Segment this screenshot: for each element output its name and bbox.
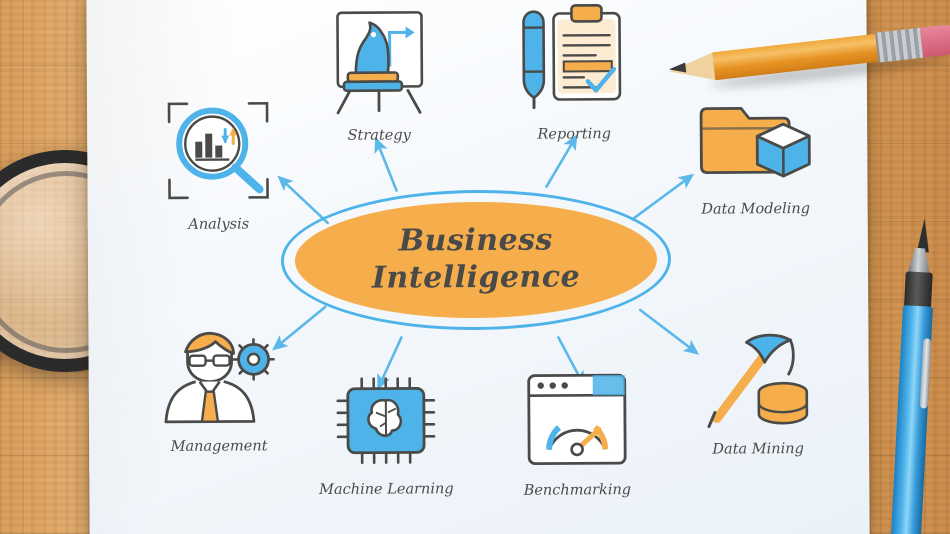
- folder-and-cube-icon: [699, 106, 811, 178]
- node-label-benchmarking: Benchmarking: [523, 482, 632, 499]
- pen-grip: [903, 271, 933, 309]
- pencil-lead: [668, 62, 687, 75]
- node-reporting[interactable]: Reporting: [508, 0, 639, 143]
- chess-knight-on-easel-icon: [336, 11, 424, 115]
- clipboard-and-pen-icon: [522, 3, 622, 110]
- node-label-analysis: Analysis: [188, 216, 250, 233]
- center-label: Business Intelligence: [281, 189, 672, 331]
- center-label-line1: Business: [398, 222, 554, 259]
- browser-gauge-icon: [527, 373, 627, 466]
- node-data-mining[interactable]: Data Mining: [692, 322, 823, 458]
- businessman-and-gear-icon: [164, 331, 275, 424]
- pickaxe-and-database-icon: [707, 333, 809, 429]
- node-strategy[interactable]: Strategy: [318, 2, 439, 144]
- node-management[interactable]: Management: [148, 325, 289, 455]
- node-label-data-mining: Data Mining: [712, 441, 804, 458]
- center-label-line2: Intelligence: [371, 259, 581, 296]
- cpu-brain-chip-icon: [336, 377, 436, 465]
- node-analysis[interactable]: Analysis: [153, 91, 284, 233]
- node-benchmarking[interactable]: Benchmarking: [507, 365, 648, 499]
- center-node-business-intelligence: Business Intelligence: [280, 188, 672, 332]
- node-label-reporting: Reporting: [537, 126, 612, 143]
- node-label-strategy: Strategy: [347, 127, 411, 144]
- pencil-ferrule: [875, 27, 927, 63]
- magnifier-bar-chart-icon: [167, 101, 269, 200]
- node-label-data-modeling: Data Modeling: [701, 200, 811, 218]
- pencil-eraser: [919, 23, 950, 58]
- arrow-connectors: [272, 134, 700, 391]
- pen-tip: [916, 217, 931, 253]
- node-machine-learning[interactable]: Machine Learning: [311, 366, 462, 498]
- node-label-management: Management: [170, 438, 268, 455]
- node-data-modeling[interactable]: Data Modeling: [685, 84, 826, 218]
- diagram-layer: Business Intelligence Strategy: [86, 0, 869, 534]
- node-label-machine-learning: Machine Learning: [319, 481, 454, 498]
